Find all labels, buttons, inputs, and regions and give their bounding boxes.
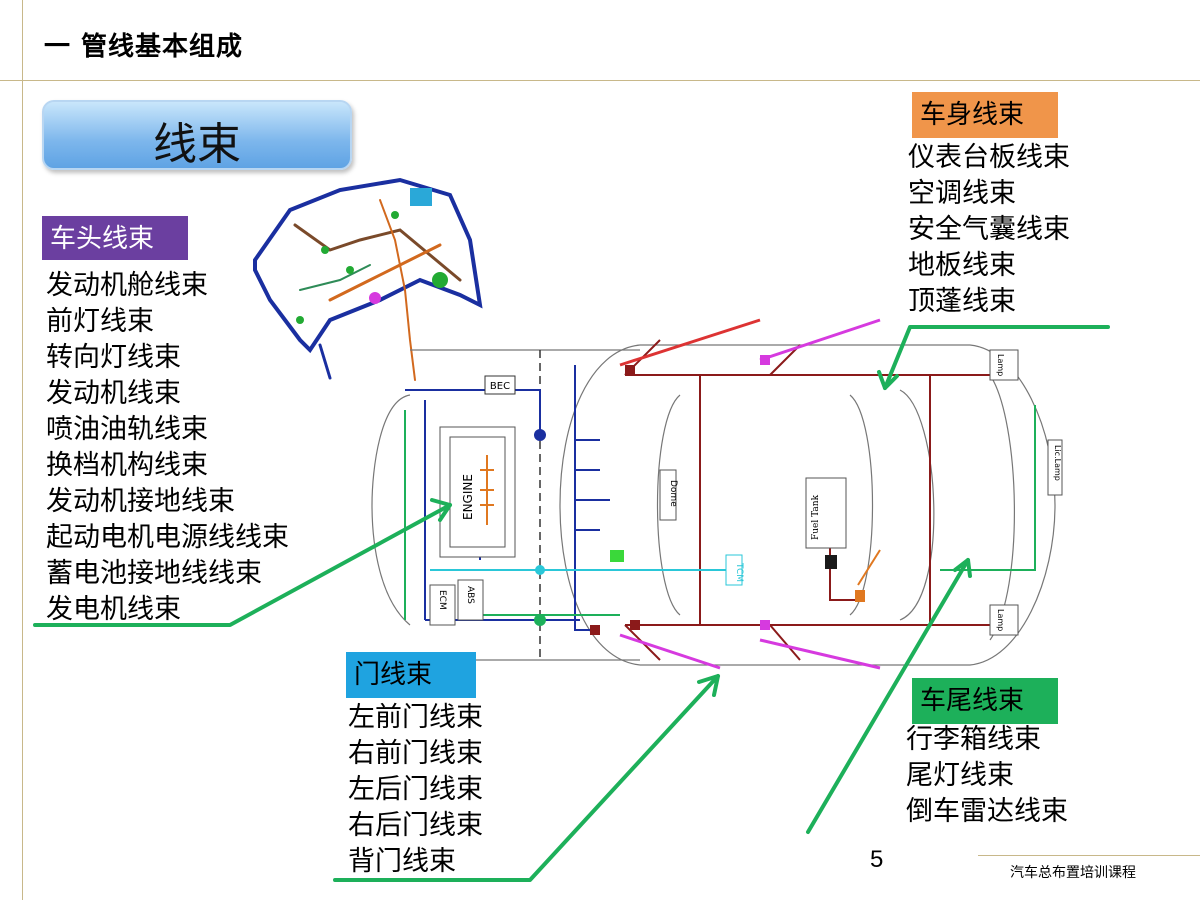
list-item: 顶蓬线束 — [908, 286, 1016, 317]
tcm-label: TCM — [734, 562, 744, 582]
lamp-box-top — [989, 349, 1019, 381]
front-harness-list: 发动机舱线束 前灯线束 转向灯线束 发动机线束 喷油油轨线束 换档机构线束 发动… — [46, 268, 289, 628]
fuel-tank-label: Fuel Tank — [811, 494, 821, 540]
list-item: 安全气囊线束 — [908, 214, 1070, 245]
rear-harness-list: 行李箱线束 尾灯线束 倒车雷达线束 — [906, 722, 1068, 830]
list-item: 蓄电池接地线线束 — [46, 558, 262, 589]
lamp-label-top: Lamp — [996, 354, 1005, 376]
body-harness-tag: 车身线束 — [912, 92, 1058, 138]
lamp-box-bottom — [989, 604, 1019, 636]
header-divider — [0, 80, 1200, 81]
lic-lamp-box — [1047, 439, 1063, 496]
list-item: 右后门线束 — [348, 810, 483, 841]
page-number: 5 — [870, 846, 884, 873]
pointer-arrows — [33, 325, 1110, 882]
list-item: 起动电机电源线线束 — [46, 522, 289, 553]
rear-pointer-arrow — [806, 558, 970, 834]
lamp-label-bottom: Lamp — [996, 609, 1005, 631]
door-harness-tag: 门线束 — [346, 652, 476, 698]
list-item: 左前门线束 — [348, 702, 483, 733]
list-item: 背门线束 — [348, 846, 456, 877]
dome-box — [659, 469, 677, 521]
page-title: 一 管线基本组成 — [44, 32, 244, 62]
dome-label: Dome — [668, 480, 678, 507]
list-item: 左后门线束 — [348, 774, 483, 805]
body-harness-list: 仪表台板线束 空调线束 安全气囊线束 地板线束 顶蓬线束 — [908, 140, 1070, 320]
harness-3d-illustration — [253, 177, 483, 381]
body-pointer-arrow — [883, 325, 1110, 390]
body-harness — [624, 339, 1000, 661]
engine-label: ENGINE — [461, 474, 475, 520]
list-item: 发动机接地线束 — [46, 486, 235, 517]
door-pointer-arrow — [333, 674, 720, 882]
heading-pill: 线束 — [42, 100, 352, 170]
list-item: 地板线束 — [908, 250, 1016, 281]
fuel-tank-box — [805, 477, 847, 549]
lic-lamp-label: Lic.Lamp — [1053, 445, 1062, 481]
list-item: 喷油油轨线束 — [46, 414, 208, 445]
list-item: 空调线束 — [908, 178, 1016, 209]
abs-box — [457, 579, 484, 621]
list-item: 发电机线束 — [46, 594, 181, 625]
footer-course-title: 汽车总布置培训课程 — [1010, 865, 1136, 881]
list-item: 转向灯线束 — [46, 342, 181, 373]
footer-divider — [978, 855, 1200, 856]
list-item: 发动机线束 — [46, 378, 181, 409]
list-item: 行李箱线束 — [906, 724, 1041, 755]
heading-pill-label: 线束 — [153, 119, 241, 170]
door-harness — [619, 318, 881, 670]
abs-label: ABS — [465, 586, 475, 604]
tcm-box — [725, 554, 743, 586]
front-harness-tag: 车头线束 — [42, 216, 188, 260]
door-harness-list: 左前门线束 右前门线束 左后门线束 右后门线束 背门线束 — [348, 700, 483, 880]
list-item: 发动机舱线束 — [46, 270, 208, 301]
ecm-box — [429, 584, 456, 626]
bec-box — [484, 375, 516, 395]
list-item: 换档机构线束 — [46, 450, 208, 481]
list-item: 尾灯线束 — [906, 760, 1014, 791]
engine-harness — [404, 365, 1036, 631]
list-item: 前灯线束 — [46, 306, 154, 337]
ecm-label: ECM — [437, 590, 447, 610]
left-divider — [22, 0, 23, 900]
diagram-components: BEC ENGINE Dome Fuel Tank TCM ABS ECM La… — [429, 349, 1063, 636]
list-item: 右前门线束 — [348, 738, 483, 769]
list-item: 倒车雷达线束 — [906, 796, 1068, 827]
list-item: 仪表台板线束 — [908, 142, 1070, 173]
bec-label: BEC — [490, 381, 510, 392]
engine-box — [449, 436, 506, 548]
rear-harness-tag: 车尾线束 — [912, 678, 1058, 724]
front-pointer-arrow — [33, 503, 452, 627]
